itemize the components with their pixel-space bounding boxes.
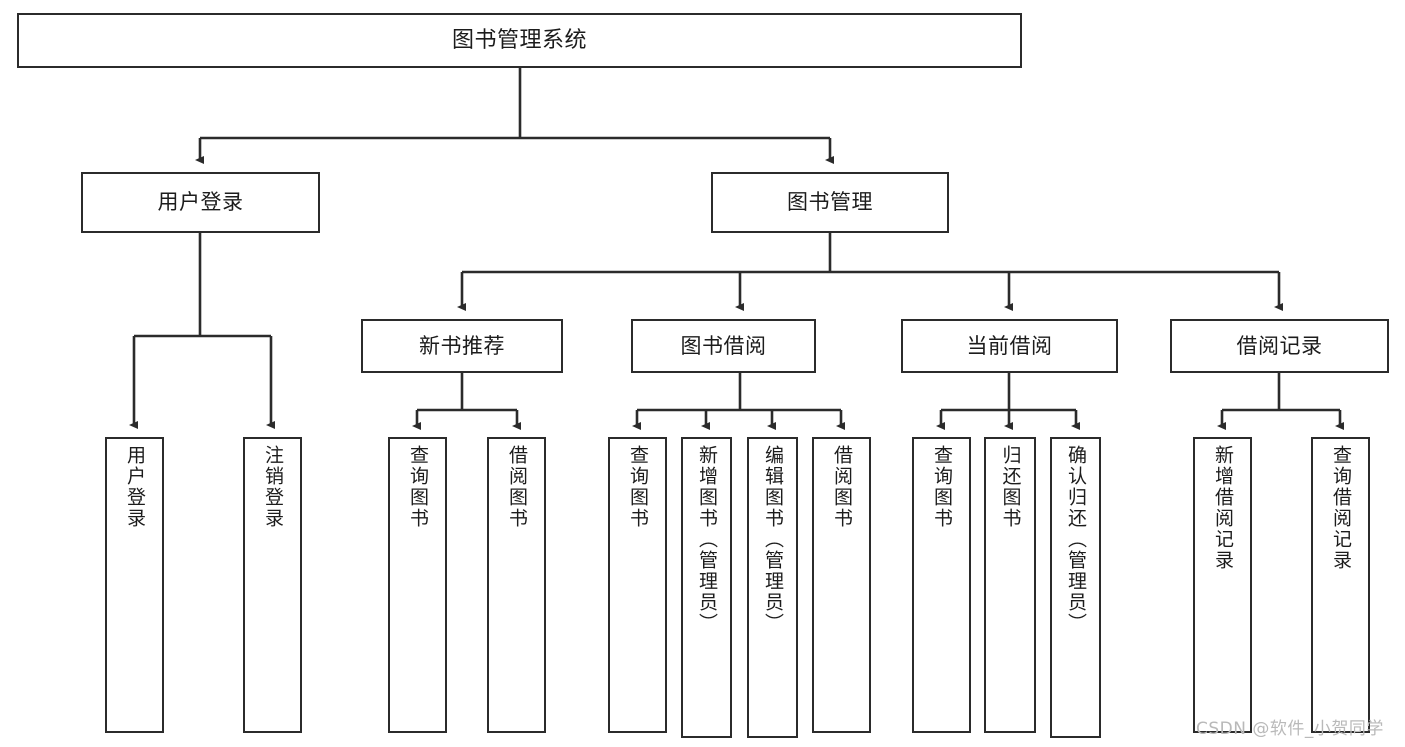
leaf-new-book-query[interactable]: 查询图书: [388, 437, 447, 733]
leaf-record-add[interactable]: 新增借阅记录: [1193, 437, 1252, 733]
node-book-borrow-label: 图书借阅: [680, 333, 767, 358]
csdn-watermark: CSDN @软件_小贺同学: [1196, 719, 1384, 739]
node-user-login-label: 用户登录: [157, 190, 244, 215]
node-current-borrow[interactable]: 当前借阅: [901, 319, 1118, 373]
node-borrow-record-label: 借阅记录: [1236, 333, 1323, 358]
leaf-new-book-query-label: 查询图书: [407, 445, 429, 529]
leaf-user-login-signin[interactable]: 用户登录: [105, 437, 164, 733]
leaf-user-login-signout-label: 注销登录: [262, 445, 284, 529]
leaf-current-return-book-label: 归还图书: [999, 445, 1022, 529]
node-book-borrow[interactable]: 图书借阅: [631, 319, 816, 373]
leaf-record-add-label: 新增借阅记录: [1212, 445, 1234, 571]
leaf-current-query-book[interactable]: 查询图书: [912, 437, 971, 733]
leaf-current-query-book-label: 查询图书: [931, 445, 953, 529]
node-current-borrow-label: 当前借阅: [966, 333, 1053, 358]
leaf-new-book-borrow-label: 借阅图书: [506, 445, 528, 529]
leaf-borrow-query-book[interactable]: 查询图书: [608, 437, 667, 733]
node-borrow-record[interactable]: 借阅记录: [1170, 319, 1389, 373]
leaf-new-book-borrow[interactable]: 借阅图书: [487, 437, 546, 733]
leaf-current-confirm-return[interactable]: 确认归还（管理员）: [1050, 437, 1101, 738]
leaf-borrow-borrow-book[interactable]: 借阅图书: [812, 437, 871, 733]
leaf-record-query-label: 查询借阅记录: [1330, 445, 1352, 571]
node-new-book-recommend[interactable]: 新书推荐: [361, 319, 563, 373]
leaf-borrow-add-book-label: 新增图书（管理员）: [696, 445, 718, 634]
node-book-manage-label: 图书管理: [787, 190, 873, 215]
node-new-book-recommend-label: 新书推荐: [419, 333, 505, 358]
node-book-manage[interactable]: 图书管理: [711, 172, 949, 233]
leaf-current-confirm-return-label: 确认归还（管理员）: [1065, 445, 1087, 634]
leaf-borrow-edit-book[interactable]: 编辑图书（管理员）: [747, 437, 798, 738]
leaf-borrow-query-book-label: 查询图书: [627, 445, 649, 529]
leaf-user-login-signout[interactable]: 注销登录: [243, 437, 302, 733]
leaf-record-query[interactable]: 查询借阅记录: [1311, 437, 1370, 733]
node-user-login[interactable]: 用户登录: [81, 172, 320, 233]
leaf-user-login-signin-label: 用户登录: [124, 445, 146, 529]
leaf-borrow-add-book[interactable]: 新增图书（管理员）: [681, 437, 732, 738]
node-root-system[interactable]: 图书管理系统: [17, 13, 1022, 68]
leaf-current-return-book[interactable]: 归还图书: [984, 437, 1036, 733]
leaf-borrow-edit-book-label: 编辑图书（管理员）: [762, 445, 784, 634]
leaf-borrow-borrow-book-label: 借阅图书: [831, 445, 853, 529]
node-root-system-label: 图书管理系统: [451, 27, 587, 53]
